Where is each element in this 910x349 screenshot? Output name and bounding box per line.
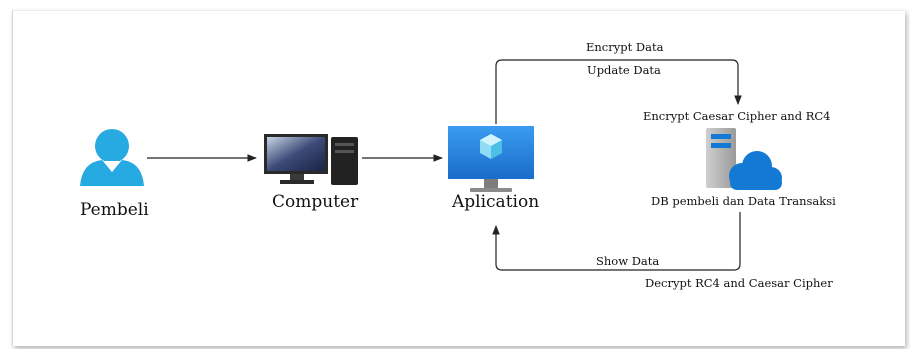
application-icon xyxy=(448,126,534,192)
application-label: Aplication xyxy=(452,192,540,212)
user-icon xyxy=(80,129,144,186)
computer-icon xyxy=(264,134,358,185)
decrypt-method-label: Decrypt RC4 and Caesar Cipher xyxy=(645,276,833,290)
encrypt-method-label: Encrypt Caesar Cipher and RC4 xyxy=(643,109,831,123)
arrow-database-to-application xyxy=(492,212,741,271)
arrow-application-to-database xyxy=(495,59,742,124)
encrypt-data-label: Encrypt Data xyxy=(586,40,664,54)
pembeli-label: Pembeli xyxy=(80,200,149,220)
show-data-label: Show Data xyxy=(596,254,660,268)
computer-label: Computer xyxy=(272,192,359,212)
database-server-icon xyxy=(706,128,782,190)
database-label: DB pembeli dan Data Transaksi xyxy=(651,194,836,208)
connectors xyxy=(147,59,742,271)
update-data-label: Update Data xyxy=(587,63,661,77)
